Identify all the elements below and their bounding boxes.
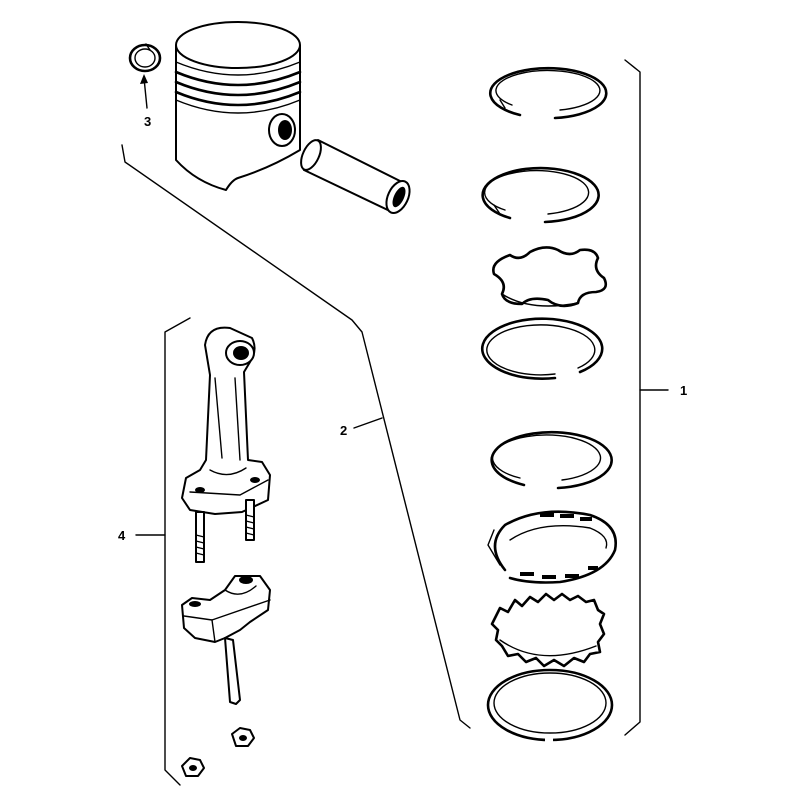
compression-ring-2	[481, 166, 600, 224]
callout-2-label: 2	[340, 423, 347, 438]
oil-ring-expander	[490, 592, 606, 668]
callout-4-bracket	[164, 317, 191, 786]
piston-pin	[300, 139, 411, 214]
rod-nut-2	[181, 757, 205, 777]
connecting-rod	[181, 326, 271, 563]
callout-4-label: 4	[118, 528, 126, 543]
oil-rail-ring	[486, 668, 614, 742]
callout-2-bracket	[121, 144, 471, 729]
expander-ring	[492, 246, 608, 308]
callout-2-leader	[353, 417, 383, 429]
rod-cap	[181, 575, 271, 705]
rod-nut-1	[231, 727, 255, 747]
piston-ring-set	[480, 66, 617, 742]
callout-3-label: 3	[144, 114, 151, 129]
callout-3-arrow	[140, 74, 148, 109]
callout-1-label: 1	[680, 383, 687, 398]
callout-1-bracket	[624, 59, 641, 736]
compression-ring-4	[490, 430, 613, 490]
piston	[174, 21, 302, 191]
compression-ring-3	[480, 317, 604, 380]
oil-control-ring	[487, 510, 617, 584]
retaining-ring	[128, 43, 162, 73]
compression-ring-1	[488, 66, 608, 120]
